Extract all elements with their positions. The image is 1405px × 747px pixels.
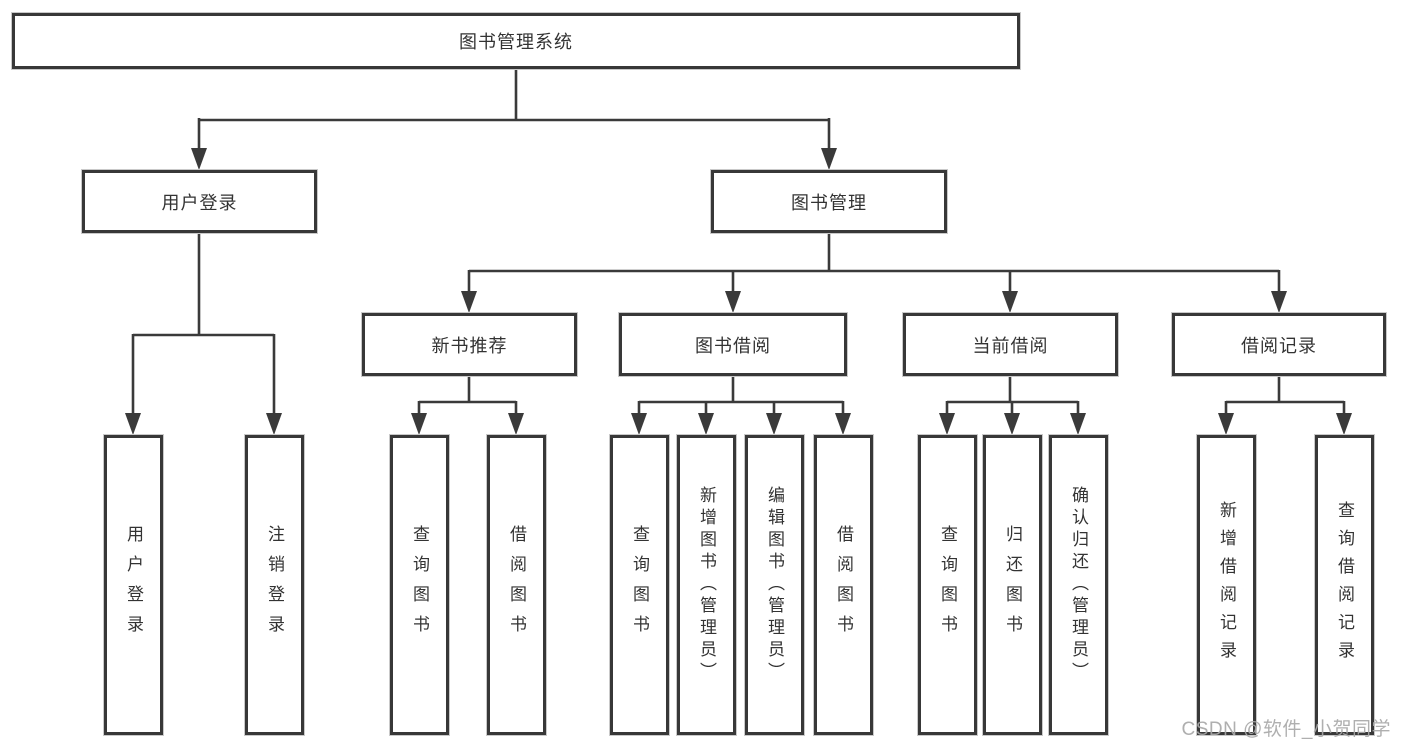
leaf-query-borrow-record: 查询借阅记录 (1315, 435, 1374, 735)
leaf-label: 编辑图书（管理员） (765, 486, 784, 684)
leaf-query-books-borrow: 查询图书 (610, 435, 669, 735)
leaf-label: 注销登录 (265, 525, 284, 645)
leaf-label: 归还图书 (1003, 525, 1022, 645)
leaf-label: 新增借阅记录 (1217, 501, 1236, 669)
leaf-query-books-recommend: 查询图书 (390, 435, 449, 735)
leaf-label: 查询图书 (630, 525, 649, 645)
leaf-label: 查询借阅记录 (1335, 501, 1354, 669)
leaf-borrow-books: 借阅图书 (814, 435, 873, 735)
leaf-label: 确认归还（管理员） (1069, 486, 1088, 684)
leaf-borrow-books-recommend: 借阅图书 (487, 435, 546, 735)
arrowheads (125, 148, 1352, 435)
leaf-label: 借阅图书 (507, 525, 526, 645)
leaf-label: 用户登录 (124, 525, 143, 645)
leaf-label: 新增图书（管理员） (697, 486, 716, 684)
csdn-watermark: CSDN @软件_小贺同学 (1181, 719, 1391, 740)
node-book-borrowing: 图书借阅 (619, 313, 847, 376)
node-library-system: 图书管理系统 (12, 13, 1020, 69)
node-new-book-recommend: 新书推荐 (362, 313, 577, 376)
node-borrowing-records: 借阅记录 (1172, 313, 1386, 376)
leaf-label: 查询图书 (938, 525, 957, 645)
node-book-management: 图书管理 (711, 170, 947, 233)
leaf-label: 借阅图书 (834, 525, 853, 645)
leaf-query-books-current: 查询图书 (918, 435, 977, 735)
leaf-logout: 注销登录 (245, 435, 304, 735)
leaf-user-login: 用户登录 (104, 435, 163, 735)
leaf-add-books-admin: 新增图书（管理员） (677, 435, 736, 735)
leaf-return-books: 归还图书 (983, 435, 1042, 735)
leaf-add-borrow-record: 新增借阅记录 (1197, 435, 1256, 735)
node-current-borrowing: 当前借阅 (903, 313, 1118, 376)
leaf-edit-books-admin: 编辑图书（管理员） (745, 435, 804, 735)
leaf-label: 查询图书 (410, 525, 429, 645)
node-user-login: 用户登录 (82, 170, 317, 233)
leaf-confirm-return-admin: 确认归还（管理员） (1049, 435, 1108, 735)
